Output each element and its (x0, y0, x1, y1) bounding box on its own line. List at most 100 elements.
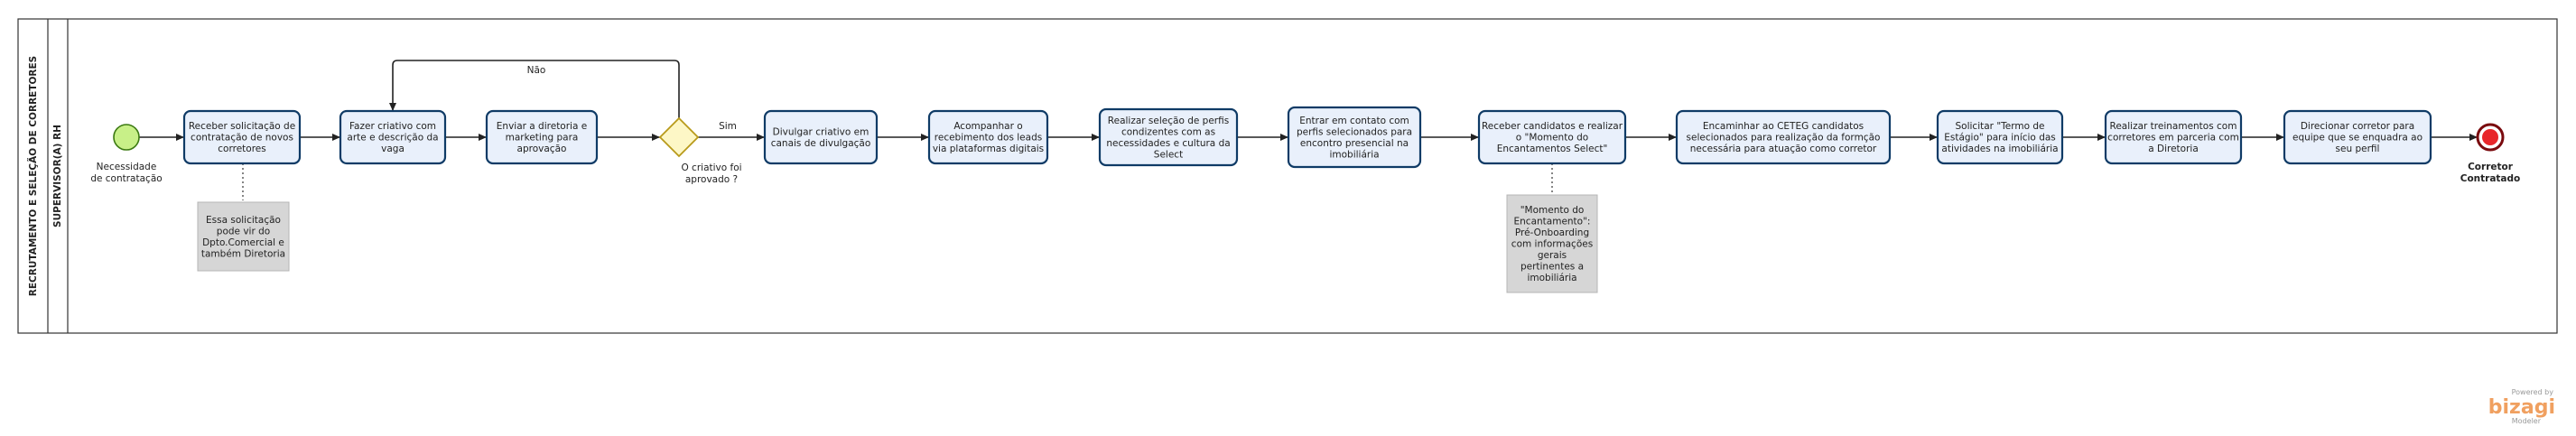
task-box[interactable] (1675, 109, 1892, 165)
annotation-box (1506, 194, 1598, 293)
task-label-line: arte e descrição da (347, 133, 438, 144)
annotation-a2: "Momento doEncantamento":Pré-Onboardingc… (1506, 194, 1598, 293)
sequence-flow[interactable] (389, 60, 680, 118)
task-box[interactable] (1098, 107, 1239, 167)
task-label-line: Acompanhar o (953, 121, 1022, 132)
gateway-label-line2: aprovado ? (685, 174, 738, 185)
start-event-circle[interactable] (113, 124, 140, 151)
annotation-text-line: também Diretoria (201, 248, 285, 259)
task-label-line: Enviar a diretoria e (497, 121, 587, 132)
task-box[interactable] (763, 109, 879, 165)
task-label-line: Divulgar criativo em (773, 126, 870, 137)
task-label-line: equipe que se enquadra ao (2292, 133, 2423, 144)
annotation-text-line: "Momento do (1520, 205, 1585, 216)
task-label-line: Receber solicitação de (189, 121, 295, 132)
pool (17, 18, 2558, 334)
bizagi-watermark: Powered by bizagi Modeler (2488, 388, 2555, 425)
end-event-label-line1: Corretor (2468, 162, 2514, 172)
task-box[interactable] (1936, 109, 2064, 165)
task-label-line: Encantamentos Select" (1497, 144, 1608, 154)
task-label-line: Estágio" para início das (1944, 133, 2056, 144)
gateway-yes-label: Sim (719, 121, 737, 132)
task-box[interactable] (1287, 106, 1422, 169)
watermark-product: Modeler (2512, 417, 2542, 425)
task-label-line: corretores em parceria com (2107, 133, 2239, 144)
task-box[interactable] (2104, 109, 2243, 165)
task-label-line: marketing para (506, 133, 579, 144)
gateway-no-label: Não (527, 65, 546, 76)
task-label-line: contratação de novos (191, 133, 293, 144)
gateway-approval[interactable]: O criativo foi aprovado ? Sim Não (527, 65, 742, 185)
task-label-line: imobiliária (1329, 149, 1379, 160)
task-label-line: a Diretoria (2148, 144, 2199, 154)
task-label-line: atividades na imobiliária (1941, 144, 2058, 154)
task-label-line: seu perfil (2336, 144, 2380, 154)
annotation-box (197, 201, 290, 272)
task-label-line: necessidades e cultura da (1106, 138, 1230, 149)
task-label-line: perfis selecionados para (1297, 126, 1412, 137)
task-label-line: Direcionar corretor para (2301, 121, 2414, 132)
associations (242, 163, 1553, 200)
task-label-line: via plataformas digitais (933, 144, 1044, 154)
task-label-line: Solicitar "Termo de (1956, 121, 2045, 132)
task-box[interactable] (1477, 109, 1627, 165)
end-event-core (2482, 129, 2498, 145)
task-label-line: Select (1154, 149, 1183, 160)
task-box[interactable] (339, 109, 447, 165)
gateway-diamond[interactable] (658, 116, 700, 158)
task-label-line: Receber candidatos e realizar (1482, 121, 1623, 132)
task-label-line: Realizar seleção de perfis (1108, 116, 1229, 126)
annotation-text-line: Essa solicitação (206, 215, 281, 226)
task-label-line: encontro presencial na (1300, 138, 1409, 149)
task-box[interactable] (485, 109, 599, 165)
annotation-text-line: Dpto.Comercial e (202, 237, 284, 248)
lane-label: SUPERVISOR(A) RH (52, 125, 63, 227)
task-label-line: Fazer criativo com (349, 121, 436, 132)
task-label-line: o "Momento do (1516, 133, 1588, 144)
start-event[interactable]: Necessidade de contratação (90, 124, 163, 184)
end-event[interactable]: Corretor Contratado (2460, 123, 2521, 184)
annotation-text-line: gerais (1538, 250, 1567, 261)
task-box[interactable] (2283, 109, 2432, 165)
annotation-text-line: pertinentes a (1520, 262, 1584, 273)
task-label-line: vaga (381, 144, 405, 154)
end-event-label-line2: Contratado (2460, 173, 2521, 184)
task-label-line: Realizar treinamentos com (2110, 121, 2237, 132)
task-box[interactable] (182, 109, 302, 165)
task-label-line: corretores (218, 144, 265, 154)
sequence-flows (139, 60, 2478, 141)
annotation-text-line: pode vir do (217, 226, 270, 237)
task-label-line: recebimento dos leads (935, 133, 1042, 144)
task-label-line: Encaminhar ao CETEG candidatos (1703, 121, 1864, 132)
annotation-text-line: com informações (1511, 239, 1593, 250)
gateway-label-line1: O criativo foi (681, 162, 741, 173)
task-label-line: condizentes com as (1121, 126, 1215, 137)
task-label-line: Entrar em contato com (1299, 116, 1409, 126)
task-box[interactable] (927, 109, 1049, 165)
annotation-text-line: Pré-Onboarding (1515, 227, 1589, 238)
task-label-line: necessária para atuação como corretor (1690, 144, 1877, 154)
pool-label: RECRUTAMENTO E SELEÇÃO DE CORRETORES (27, 56, 39, 296)
start-event-label-line2: de contratação (90, 173, 162, 184)
watermark-powered: Powered by (2512, 388, 2554, 396)
task-t9[interactable]: Encaminhar ao CETEG candidatosselecionad… (1675, 109, 1892, 165)
bizagi-logo: bizagi (2488, 396, 2555, 419)
start-event-label-line1: Necessidade (97, 162, 157, 172)
task-label-line: aprovação (517, 144, 567, 154)
task-label-line: canais de divulgação (771, 138, 871, 149)
